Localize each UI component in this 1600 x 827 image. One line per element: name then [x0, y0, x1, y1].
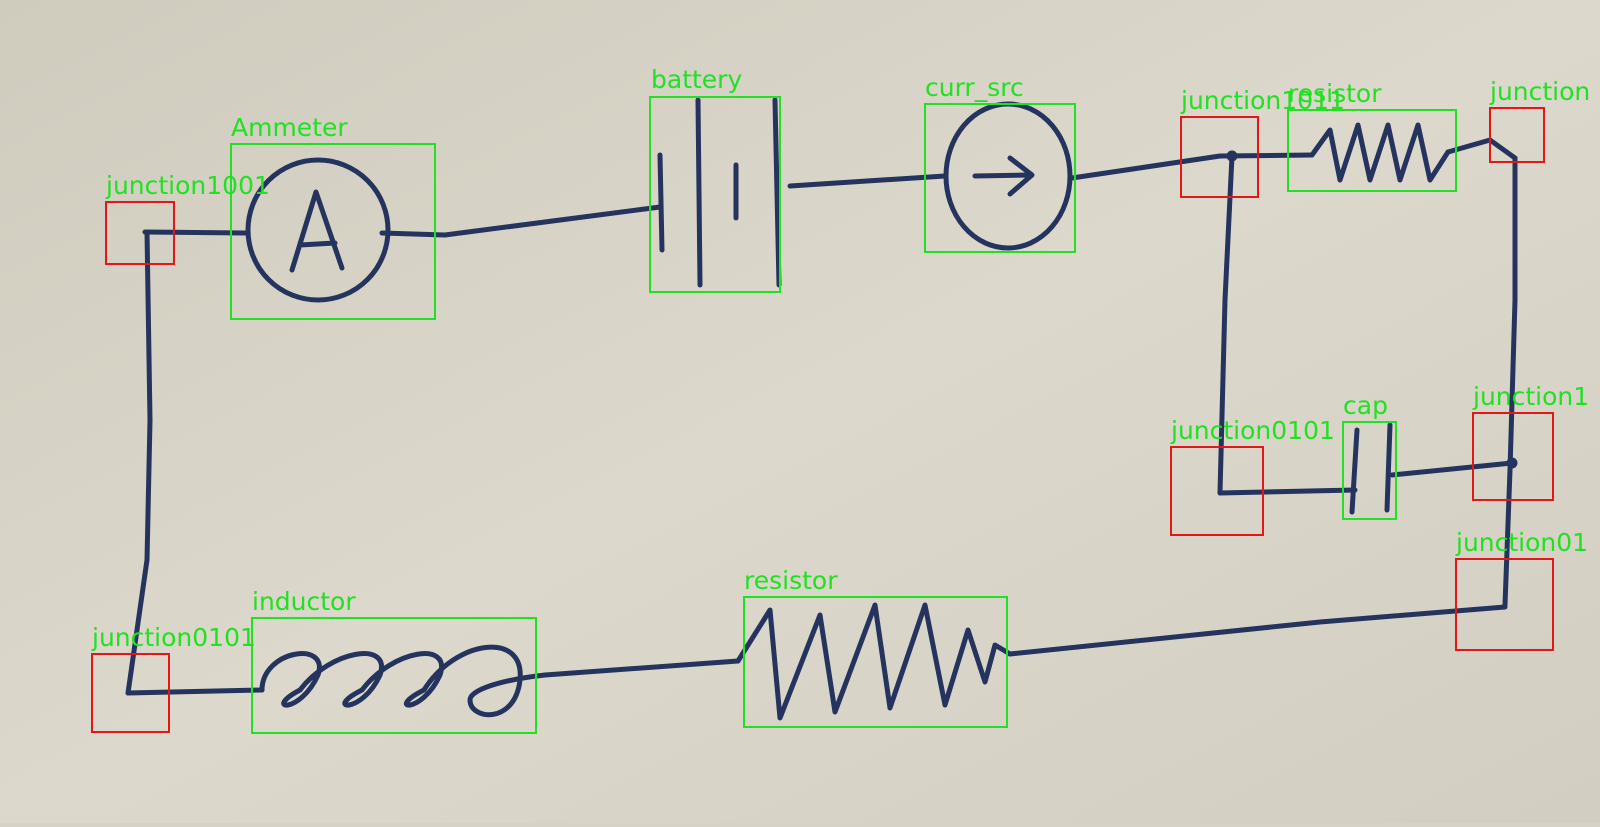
junction-mid-left-box	[1170, 446, 1264, 536]
component-boxes	[230, 96, 1457, 734]
wire-left	[125, 229, 153, 696]
battery-label: battery	[651, 65, 742, 94]
wire-right	[1502, 155, 1518, 608]
junction-top-right-box	[1489, 107, 1545, 163]
junction-mid-right-label: junction1	[1472, 382, 1589, 411]
ammeter-letter-a	[289, 189, 345, 273]
ammeter-label: Ammeter	[231, 113, 348, 142]
wire-cap-left	[1217, 487, 1358, 496]
resistor-bottom-zigzag	[735, 602, 1013, 721]
ammeter-box	[230, 143, 436, 320]
wire-inner-vertical	[1217, 153, 1235, 496]
battery-plate-1	[657, 152, 665, 253]
resistor-top-zigzag	[1309, 122, 1451, 183]
curr-src-box	[924, 103, 1076, 253]
current-source-arrow	[972, 155, 1035, 197]
junction-top-left-box	[105, 201, 175, 265]
junction-bottom-left-box	[91, 653, 170, 733]
junction-top-mid-box	[1180, 116, 1259, 198]
junction-bottom-right-label: junction01	[1455, 528, 1588, 557]
wire-resistor-to-inductor	[542, 658, 741, 678]
wire-bottom-right	[1007, 604, 1508, 657]
junction-bottom-left-label: junction0101	[91, 623, 256, 652]
wire-junction-to-ammeter	[142, 229, 248, 236]
junction-dot-right	[1506, 457, 1518, 469]
junction-mid-left-label: junction0101	[1170, 416, 1335, 445]
capacitor-plate-left	[1349, 427, 1360, 515]
battery-symbol	[657, 97, 782, 288]
capacitor-plate-right	[1384, 422, 1393, 513]
inductor-box	[251, 617, 537, 734]
wire-battery-to-currsrc	[787, 173, 948, 189]
junction-bottom-right-box	[1455, 558, 1554, 651]
junction-top-left-label: junction1001	[105, 171, 270, 200]
battery-plate-2	[695, 97, 703, 288]
battery-plate-4	[772, 97, 782, 288]
labels: Ammeter battery curr_src resistor cap in…	[91, 65, 1590, 652]
resistor-top-box	[1287, 109, 1457, 192]
curr-src-label: curr_src	[925, 73, 1024, 102]
inductor-coils	[259, 644, 548, 718]
capacitor-symbol	[1349, 422, 1393, 515]
battery-box	[649, 96, 781, 293]
junction-boxes	[91, 107, 1554, 733]
junction-dot-top	[1226, 150, 1238, 162]
resistor-bottom-label: resistor	[744, 566, 838, 595]
cap-label: cap	[1343, 391, 1388, 420]
junction-top-right-label: junction	[1489, 77, 1590, 106]
wire-cap-right	[1389, 460, 1515, 478]
ammeter-circle	[245, 157, 391, 303]
wires	[125, 137, 1518, 696]
inductor-label: inductor	[252, 587, 356, 616]
ammeter-symbol	[245, 157, 391, 303]
resistor-top-label: resistor	[1288, 79, 1382, 108]
wire-currsrc-to-junction	[1069, 152, 1315, 181]
junction-top-mid-label: junction1011	[1180, 86, 1345, 115]
wire-ammeter-to-battery	[379, 204, 663, 238]
junction-mid-right-box	[1472, 412, 1554, 501]
wire-inductor-to-junction	[125, 687, 265, 696]
resistor-bottom-box	[743, 596, 1008, 728]
cap-box	[1342, 421, 1397, 520]
